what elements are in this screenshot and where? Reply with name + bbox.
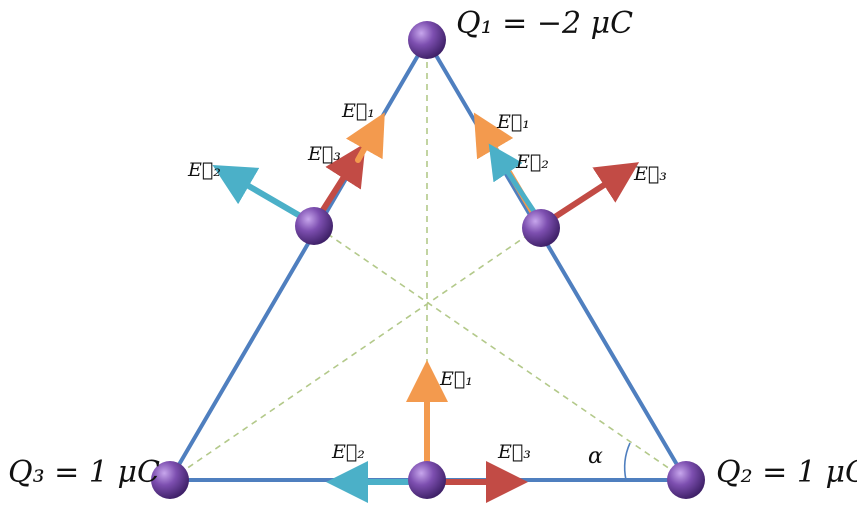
charge-spheres (151, 21, 705, 499)
right-midpoint-sphere (522, 209, 560, 247)
side-q1-q3 (168, 38, 429, 482)
charge-q1-sphere (408, 21, 446, 59)
charge-q1-label: Q₁ = −2 μC (456, 6, 633, 41)
bottom-e3-label: E⃗₃ (497, 441, 531, 463)
charge-q2-sphere (667, 461, 705, 499)
bottom-midpoint-sphere (408, 461, 446, 499)
left-midpoint-vectors (212, 112, 385, 227)
angle-label: α (588, 444, 603, 469)
left-e2-label: E⃗₂ (187, 159, 221, 181)
side-q1-q2 (425, 38, 688, 482)
bottom-midpoint-vectors (326, 360, 528, 503)
median-from-q3 (169, 225, 542, 481)
right-midpoint-vectors (473, 112, 640, 229)
right-e3-label: E⃗₃ (633, 163, 667, 185)
bottom-e1-label: E⃗₁ (439, 368, 473, 390)
right-e1-label: E⃗₁ (496, 111, 530, 133)
charge-q3-label: Q₃ = 1 μC (8, 455, 160, 490)
left-e3-label: E⃗₃ (307, 143, 341, 165)
left-e1-arrow (345, 112, 385, 163)
charge-q3-sphere (151, 461, 189, 499)
median-from-q2 (315, 225, 687, 481)
charge-q2-label: Q₂ = 1 μC (716, 455, 857, 490)
right-e2-label: E⃗₂ (515, 151, 549, 173)
left-e1-label: E⃗₁ (341, 100, 375, 122)
angle-arc (623, 442, 631, 481)
bottom-e2-label: E⃗₂ (331, 441, 365, 463)
left-midpoint-sphere (295, 207, 333, 245)
